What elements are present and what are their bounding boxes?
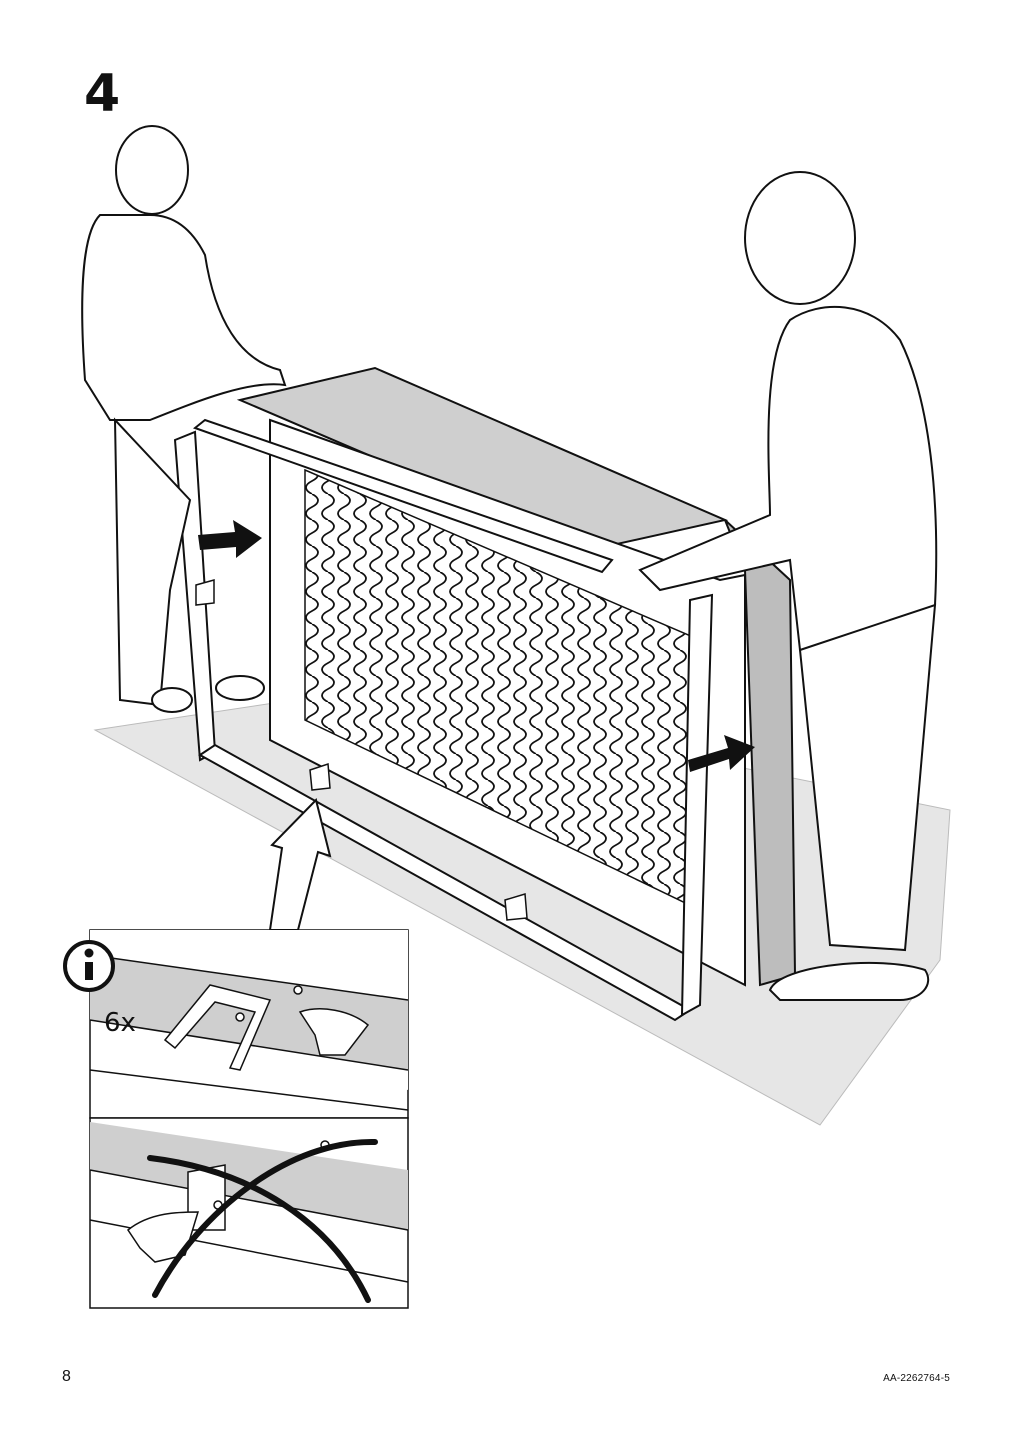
- push-arrow-icon: [198, 520, 262, 558]
- push-arrow-icon: [688, 735, 755, 772]
- bracket: [195, 579, 215, 606]
- page-number: 8: [62, 1368, 71, 1385]
- bracket: [309, 762, 331, 791]
- detail-panel-correct: [89, 929, 409, 1119]
- quantity-label: 6x: [104, 1008, 136, 1038]
- step-number: 4: [84, 64, 121, 124]
- front-rail-top: [192, 418, 614, 574]
- bracket: [504, 893, 528, 921]
- callout-pointer: [268, 798, 332, 931]
- info-icon: [63, 940, 115, 992]
- person-right: [638, 171, 938, 1001]
- detail-panel-incorrect: [89, 1117, 409, 1309]
- document-code: AA-2262764-5: [883, 1373, 950, 1384]
- front-rail-right: [680, 593, 714, 1017]
- person-left: [81, 125, 287, 713]
